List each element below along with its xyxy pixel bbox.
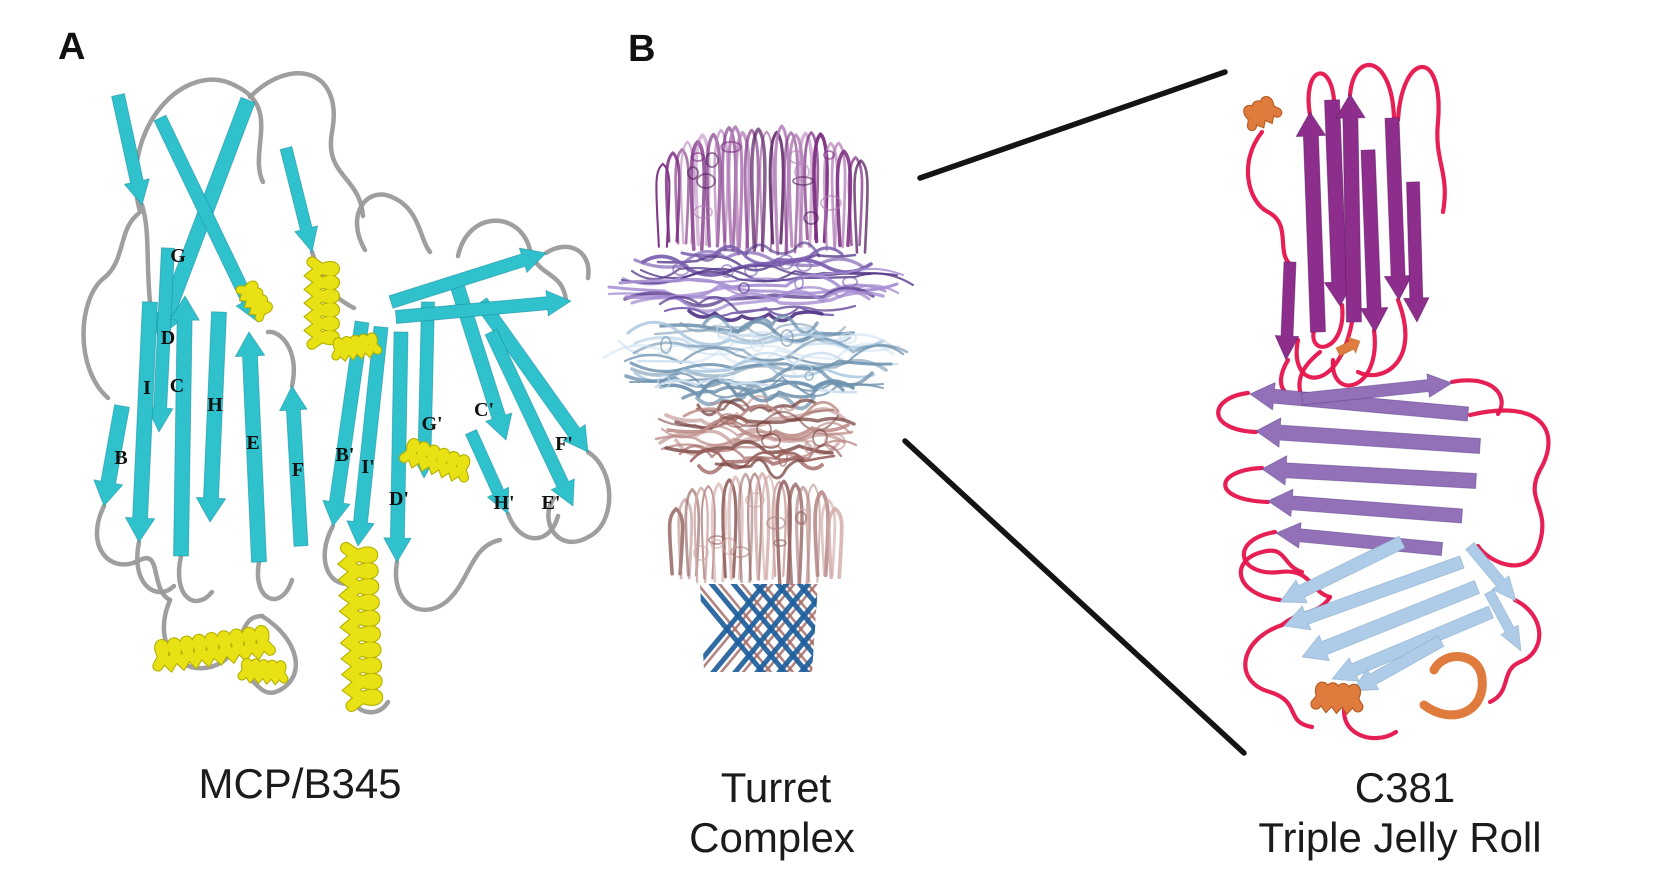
- strand-label-G: G: [170, 245, 186, 267]
- strand-label-I-prime: I': [361, 456, 374, 478]
- caption-turret: Turret: [720, 764, 832, 811]
- connector-line-top: [917, 69, 1228, 181]
- caption-c381: C381: [1354, 764, 1456, 811]
- mcp-beta-strands: [93, 93, 589, 563]
- strand-label-C: C: [170, 375, 184, 397]
- strand-label-F: F: [292, 459, 304, 481]
- c381-jellyroll-2-violet: [1249, 373, 1481, 556]
- strand-label-H: H: [207, 394, 223, 416]
- strand-label-F-prime: F': [555, 433, 573, 455]
- strand-label-H-prime: H': [493, 492, 514, 514]
- strand-label-C-prime: C': [474, 399, 494, 421]
- strand-label-G-prime: G': [421, 413, 442, 435]
- mcp-helices: [152, 256, 471, 713]
- connector-line-bottom: [902, 438, 1247, 756]
- strand-label-B: B: [114, 447, 127, 469]
- turret-tier-1-purple: [655, 124, 869, 256]
- strand-label-D: D: [161, 327, 175, 349]
- panel-b-letter: B: [628, 28, 656, 70]
- strand-label-I: I: [143, 377, 151, 399]
- c381-jellyroll-3-blue: [1279, 535, 1522, 692]
- turret-tier-5-brown: [667, 471, 844, 587]
- turret-lattice-tail: [700, 584, 818, 672]
- mcp-loops: [81, 71, 612, 715]
- c381-orange-helices: [1243, 95, 1487, 720]
- c381-jellyroll-1-purple: [1274, 93, 1430, 361]
- turret-tier-2-violet: [607, 241, 915, 323]
- strand-label-E: E: [246, 432, 259, 454]
- strand-label-D-prime: D': [389, 488, 409, 510]
- strand-label-B-prime: B': [336, 444, 355, 466]
- turret-tier-4-brown: [654, 395, 858, 480]
- caption-triple-jelly-roll: Triple Jelly Roll: [1258, 814, 1542, 861]
- connector-lines: [902, 69, 1247, 756]
- caption-complex: Complex: [689, 814, 855, 861]
- panel-a-letter: A: [58, 26, 86, 68]
- turret-tier-3-blue: [602, 314, 909, 411]
- caption-mcp-b345: MCP/B345: [198, 760, 402, 807]
- strand-label-E-prime: E': [542, 492, 561, 514]
